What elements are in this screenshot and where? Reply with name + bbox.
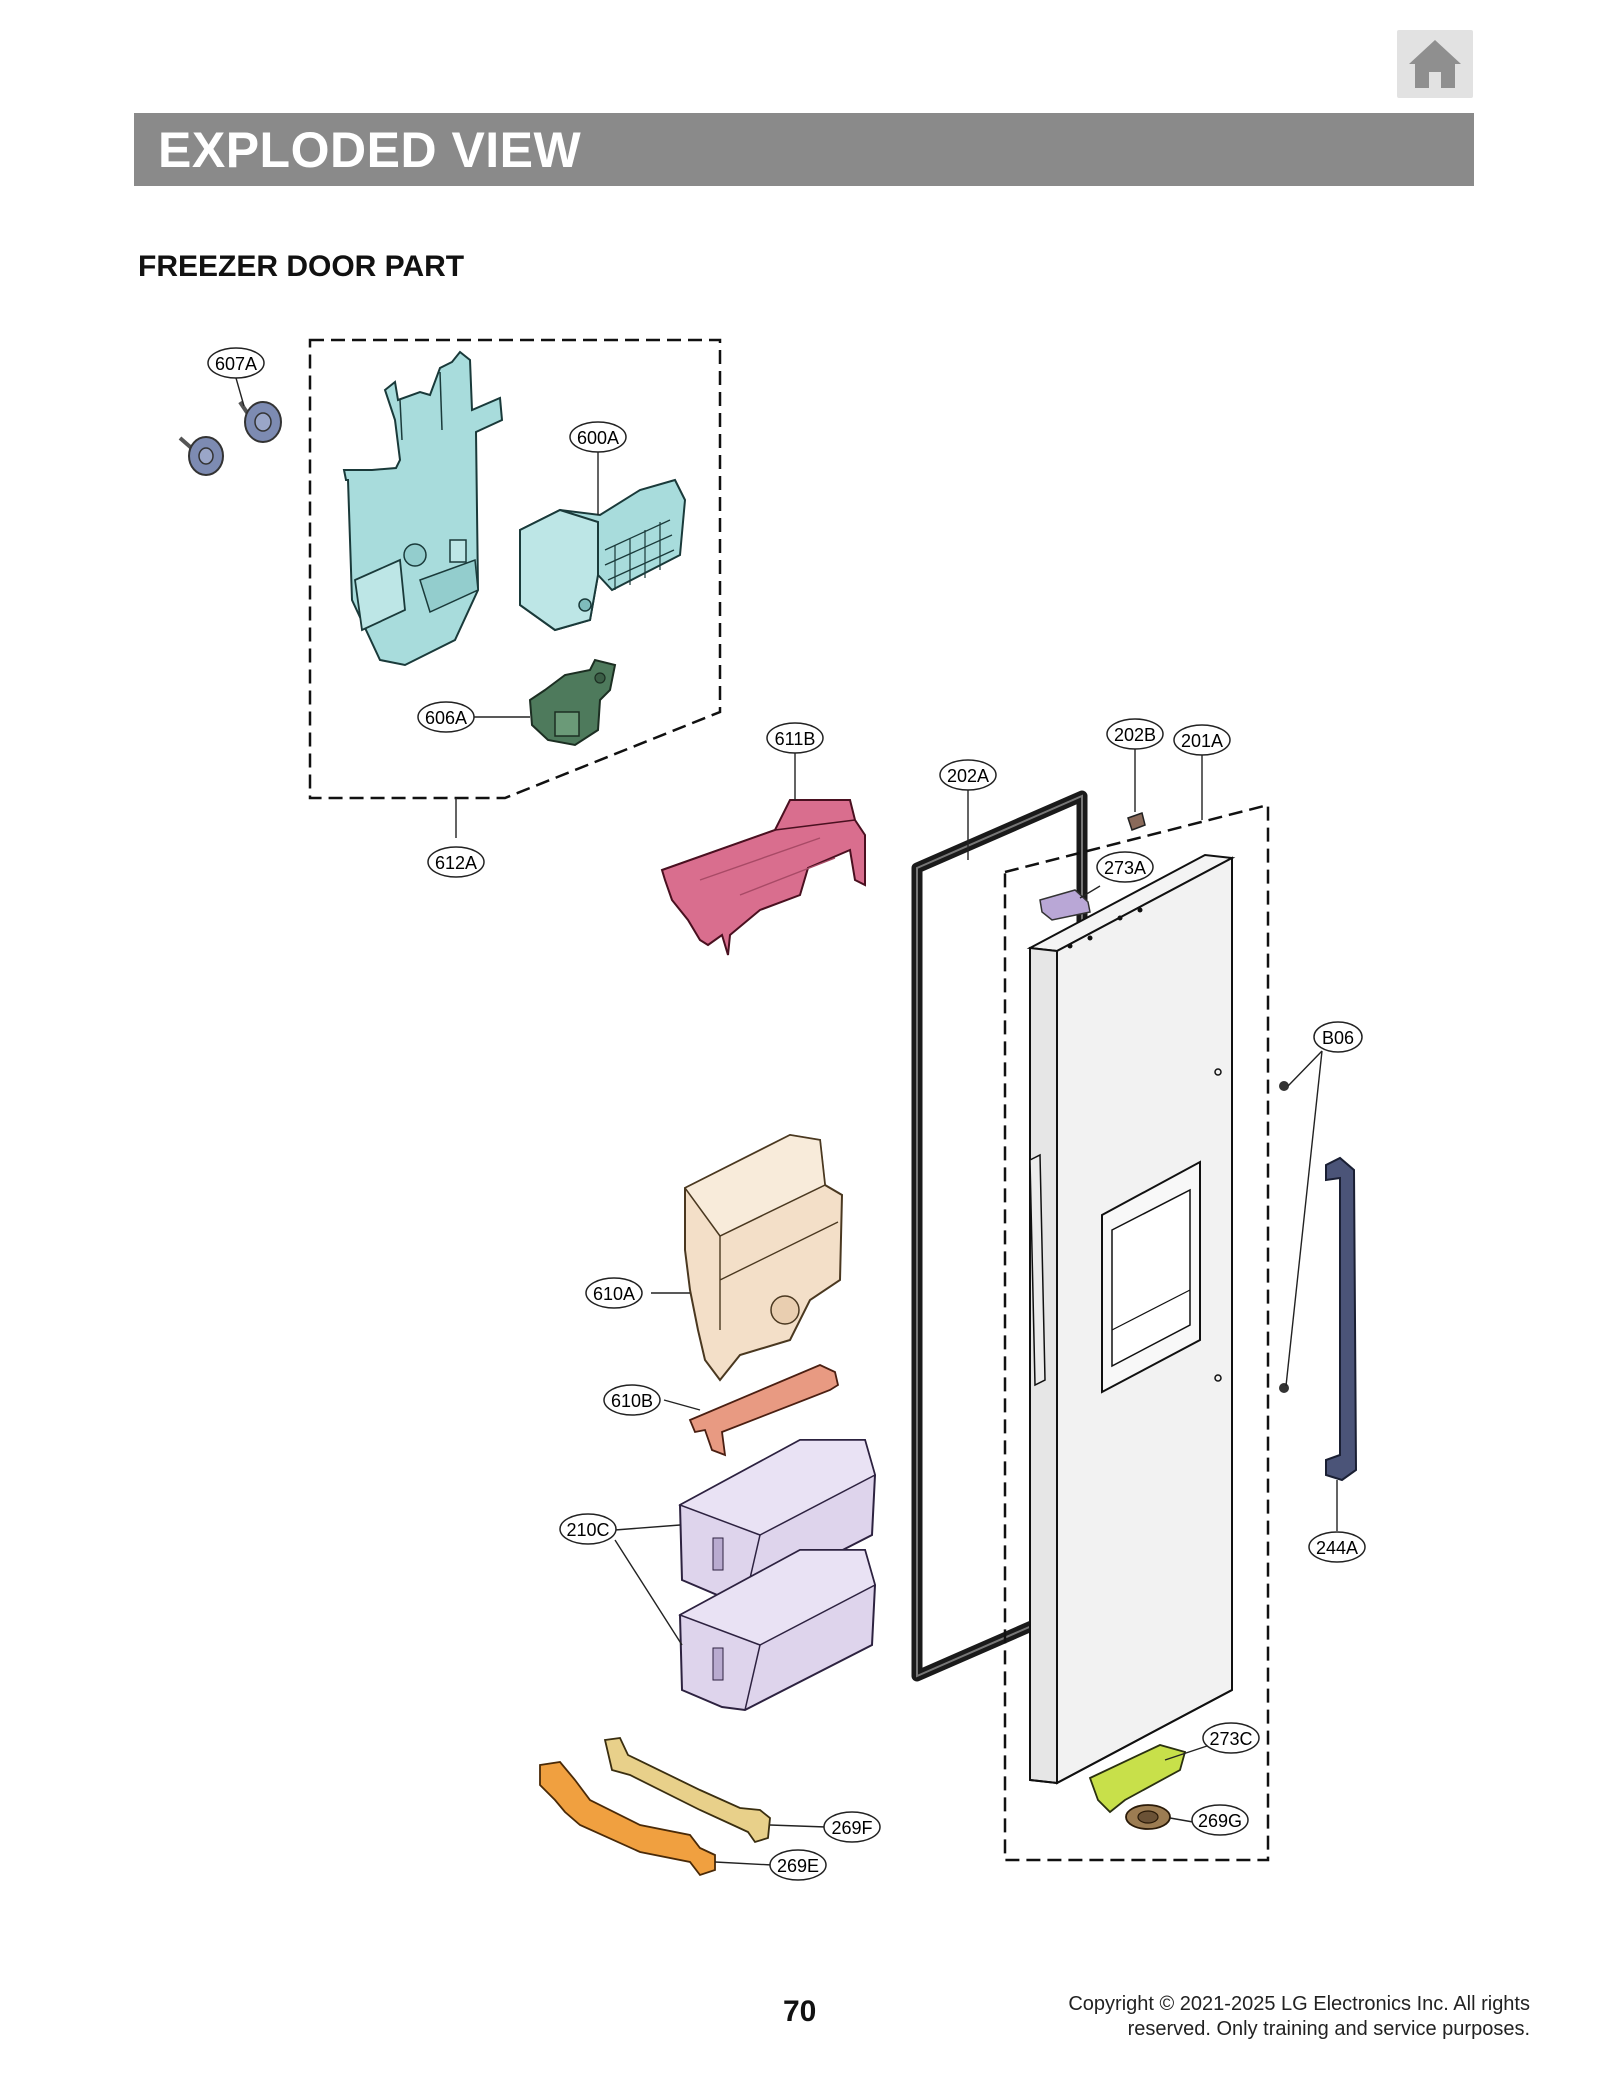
- svg-text:273A: 273A: [1104, 858, 1146, 878]
- callout-612A: 612A: [427, 846, 485, 878]
- freezer-door-201A: [1026, 853, 1236, 1785]
- callout-610A: 610A: [585, 1277, 643, 1309]
- callout-210C: 210C: [559, 1513, 617, 1545]
- duct-cover-611B: [660, 799, 866, 956]
- svg-text:210C: 210C: [566, 1520, 609, 1540]
- door-basket-210C-lower: [678, 1549, 877, 1712]
- callout-269F: 269F: [823, 1811, 881, 1843]
- svg-text:202B: 202B: [1114, 725, 1156, 745]
- svg-text:202A: 202A: [947, 766, 989, 786]
- handle-244A: [1325, 1156, 1358, 1482]
- callout-201A: 201A: [1173, 724, 1231, 756]
- hinge-273A: [1039, 889, 1091, 921]
- callout-269E: 269E: [769, 1849, 827, 1881]
- svg-text:273C: 273C: [1209, 1729, 1252, 1749]
- door-basket-210C-upper: [678, 1439, 877, 1602]
- tube-269E: [539, 1761, 716, 1877]
- copyright-line-2: reserved. Only training and service purp…: [1127, 2018, 1530, 2040]
- callout-202A: 202A: [939, 759, 997, 791]
- callout-607A: 607A: [207, 347, 265, 379]
- svg-text:244A: 244A: [1316, 1538, 1358, 1558]
- section-title: FREEZER DOOR PART: [138, 250, 465, 283]
- callout-610B: 610B: [603, 1384, 661, 1416]
- svg-text:607A: 607A: [215, 354, 257, 374]
- svg-text:201A: 201A: [1181, 731, 1223, 751]
- svg-text:611B: 611B: [775, 729, 816, 749]
- header-banner: EXPLODED VIEW: [134, 113, 1474, 186]
- cap-202B: [1127, 812, 1146, 831]
- svg-text:610A: 610A: [593, 1284, 635, 1304]
- ice-bin-610A: [683, 1133, 844, 1382]
- svg-text:612A: 612A: [435, 853, 477, 873]
- callout-606A: 606A: [417, 701, 475, 733]
- callout-600A: 600A: [569, 421, 627, 453]
- callout-273C: 273C: [1202, 1722, 1260, 1754]
- home-button[interactable]: [1397, 30, 1473, 98]
- callout-273A: 273A: [1096, 851, 1154, 883]
- copyright-line-1: Copyright © 2021-2025 LG Electronics Inc…: [1068, 1993, 1530, 2015]
- callout-202B: 202B: [1106, 718, 1164, 750]
- page-number: 70: [783, 1995, 817, 2028]
- tube-269F: [603, 1737, 771, 1844]
- motor-606A: [528, 658, 617, 747]
- cap-269G: [1125, 1804, 1171, 1830]
- svg-text:269E: 269E: [777, 1856, 819, 1876]
- home-icon: [1409, 40, 1461, 88]
- hinge-273C: [1088, 1744, 1187, 1814]
- callout-244A: 244A: [1308, 1531, 1366, 1563]
- svg-text:B06: B06: [1322, 1028, 1354, 1048]
- svg-text:600A: 600A: [577, 428, 619, 448]
- callout-611B: 611B: [766, 722, 824, 754]
- svg-text:610B: 610B: [611, 1391, 653, 1411]
- bin-bracket-610B: [688, 1364, 840, 1457]
- ice-maker-cover: [342, 350, 504, 667]
- ice-maker-600A: [519, 478, 687, 632]
- callout-269G: 269G: [1191, 1804, 1249, 1836]
- page-title: EXPLODED VIEW: [158, 122, 582, 178]
- callout-B06: B06: [1313, 1021, 1363, 1053]
- screw-B06: [1279, 1081, 1289, 1393]
- svg-text:606A: 606A: [425, 708, 467, 728]
- svg-text:269F: 269F: [831, 1818, 872, 1838]
- knob-607A: [178, 400, 282, 476]
- door-assembly-boundary: [1003, 803, 1270, 1862]
- svg-text:269G: 269G: [1198, 1811, 1242, 1831]
- copyright-notice: Copyright © 2021-2025 LG Electronics Inc…: [910, 1992, 1530, 2042]
- ice-maker-assembly-boundary: [308, 338, 722, 800]
- leader-lines: [235, 377, 1338, 1866]
